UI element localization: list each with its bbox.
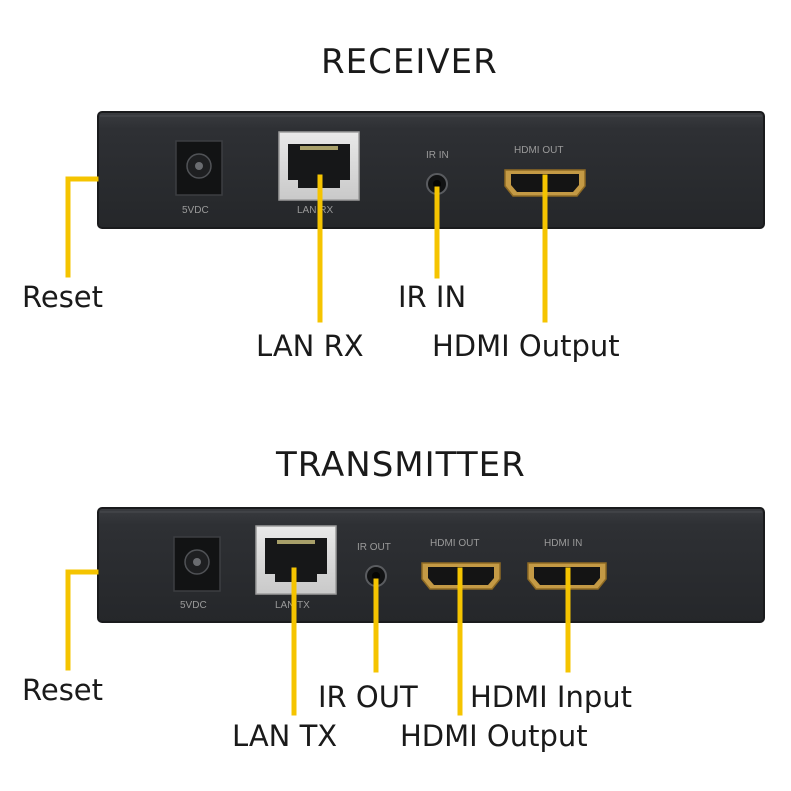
transmitter-title: TRANSMITTER xyxy=(276,445,526,485)
receiver-ir-label: IR IN xyxy=(426,150,449,161)
transmitter-lan-port-icon xyxy=(255,525,337,595)
transmitter-hdmi-in-label: HDMI IN xyxy=(544,538,582,549)
transmitter-reset-callout: Reset xyxy=(22,673,104,707)
transmitter-power-jack-icon xyxy=(173,536,221,592)
transmitter-ir-callout: IR OUT xyxy=(318,680,418,714)
receiver-hdmi-out-label: HDMI OUT xyxy=(514,145,563,156)
receiver-ir-callout: IR IN xyxy=(398,280,467,314)
receiver-power-label: 5VDC xyxy=(182,205,209,216)
transmitter-reset-leader xyxy=(65,569,99,671)
receiver-leader-lines xyxy=(65,174,548,323)
transmitter-leader-lines xyxy=(65,567,571,716)
transmitter-lan-callout: LAN TX xyxy=(232,719,338,753)
transmitter-hdmi-out-label: HDMI OUT xyxy=(430,538,479,549)
receiver-device: 5VDC LAN RX IR IN HDMI OUT xyxy=(97,111,765,229)
transmitter-device: 5VDC LAN TX IR OUT HDMI OUT xyxy=(97,507,765,623)
transmitter-ir-label: IR OUT xyxy=(357,542,391,553)
receiver-lan-port-icon xyxy=(278,131,360,201)
receiver-power-jack-icon xyxy=(175,140,223,196)
receiver-title: RECEIVER xyxy=(321,42,498,82)
transmitter-hdmi-in-callout: HDMI Input xyxy=(470,680,633,714)
receiver-reset-leader xyxy=(65,176,99,278)
transmitter-power-label: 5VDC xyxy=(180,600,207,611)
receiver-lan-label: LAN RX xyxy=(297,205,333,216)
transmitter-hdmi-out-callout: HDMI Output xyxy=(400,719,588,753)
receiver-lan-callout: LAN RX xyxy=(256,329,364,363)
receiver-reset-callout: Reset xyxy=(22,280,104,314)
receiver-hdmi-out-callout: HDMI Output xyxy=(432,329,620,363)
